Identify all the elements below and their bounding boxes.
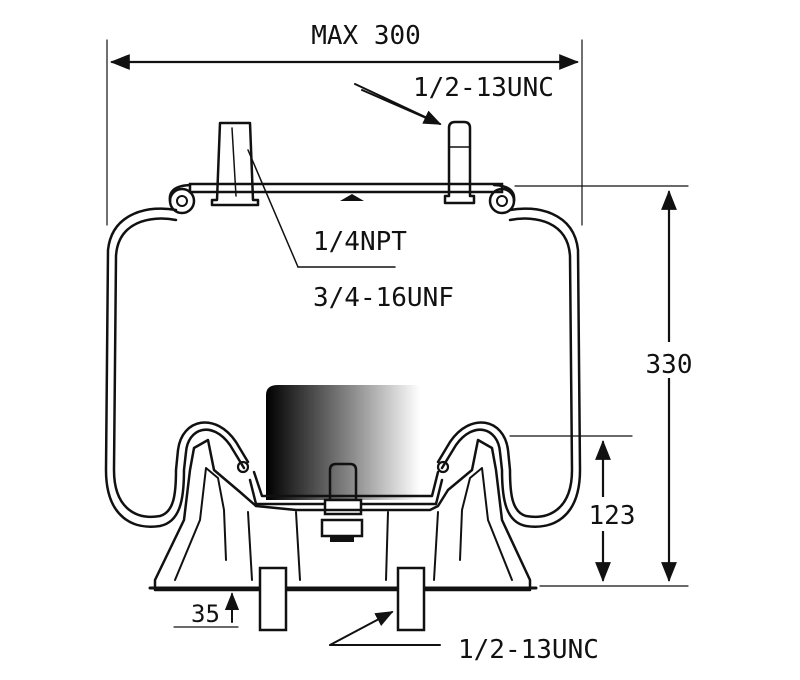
rubber-bellows — [104, 207, 582, 528]
max-width-label: MAX 300 — [311, 21, 421, 51]
height-dimension: 330 — [514, 185, 700, 587]
bottom-thread-label: 1/2-13UNC — [458, 635, 599, 665]
overall-height-label: 330 — [646, 350, 693, 380]
fitting-thread-label: 3/4-16UNF — [313, 283, 454, 313]
bottom-studs — [258, 566, 426, 632]
air-fitting-label: 1/4NPT — [313, 227, 407, 257]
width-dimension: MAX 300 — [106, 21, 583, 226]
top-thread-label: 1/2-13UNC — [413, 73, 554, 103]
base-offset-dimension: 35 — [173, 592, 240, 628]
top-thread-callout: 1/2-13UNC — [354, 73, 554, 125]
piston-height-dimension: 123 — [509, 435, 642, 582]
bottom-thread-callout: 1/2-13UNC — [329, 611, 599, 665]
fitting-callout: 1/4NPT 3/4-16UNF — [247, 149, 454, 313]
top-bead-plate — [168, 182, 516, 215]
piston — [248, 385, 444, 506]
base-offset-label: 35 — [191, 600, 220, 628]
base-pedestal — [148, 438, 538, 592]
air-fitting-boss — [210, 121, 260, 207]
piston-height-label: 123 — [589, 501, 636, 531]
top-stud — [443, 120, 476, 205]
